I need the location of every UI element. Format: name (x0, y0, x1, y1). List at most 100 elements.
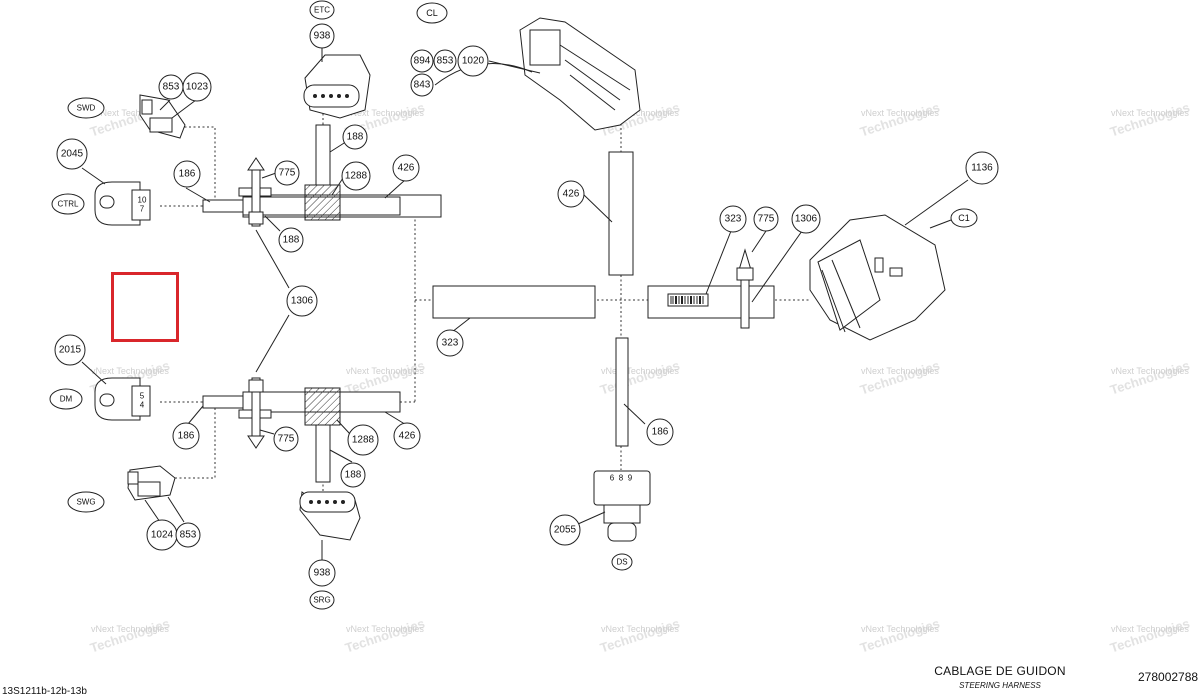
callout-426-bot: 426 (393, 422, 421, 450)
swd-connector (139, 94, 186, 139)
svg-text:6: 6 (610, 474, 615, 483)
callout-426-v: 426 (557, 180, 585, 208)
svg-text:Technologies: Technologies (1108, 100, 1191, 140)
svg-text:Technologies: Technologies (598, 616, 681, 656)
callout-1306-r: 1306 (791, 204, 821, 234)
tag-ctrl: CTRL (51, 193, 85, 215)
svg-text:186: 186 (652, 427, 669, 438)
dm-connector: 5 4 (94, 377, 151, 421)
diagram-title: CABLAGE DE GUIDON (934, 664, 1066, 678)
svg-text:vNext Technologies: vNext Technologies (346, 624, 424, 634)
callout-843: 843 (410, 73, 434, 97)
svg-text:938: 938 (314, 568, 331, 579)
callout-2055: 2055 (549, 514, 581, 546)
tag-ds: DS (611, 553, 633, 571)
svg-text:188: 188 (347, 132, 364, 143)
upper-branch (202, 124, 442, 227)
svg-text:426: 426 (398, 163, 415, 174)
svg-text:10: 10 (138, 196, 147, 205)
svg-text:853: 853 (437, 56, 454, 67)
svg-text:853: 853 (180, 530, 197, 541)
svg-text:894: 894 (414, 56, 431, 67)
callout-853-swg: 853 (175, 522, 201, 548)
lower-branch (202, 377, 401, 483)
svg-text:Technologies: Technologies (858, 100, 941, 140)
svg-text:9: 9 (628, 474, 633, 483)
diagram-subtitle: STEERING HARNESS (959, 681, 1041, 690)
svg-text:7: 7 (140, 205, 145, 214)
callout-1024: 1024 (146, 519, 178, 551)
svg-text:1306: 1306 (795, 214, 818, 225)
swg-connector (127, 465, 176, 501)
selection-highlight-box (111, 272, 179, 342)
svg-text:DM: DM (60, 395, 73, 404)
barcode-label (670, 296, 704, 304)
harness-routing (160, 100, 810, 500)
callout-1306-l: 1306 (286, 285, 318, 317)
svg-text:2045: 2045 (61, 149, 84, 160)
svg-text:775: 775 (278, 434, 295, 445)
tag-swg: SWG (67, 491, 105, 513)
etc-connector (303, 54, 371, 119)
callout-1288-top: 1288 (341, 161, 371, 191)
svg-text:Technologies: Technologies (598, 358, 681, 398)
callout-894: 894 (410, 49, 434, 73)
svg-text:vNext Technologies: vNext Technologies (96, 108, 174, 118)
svg-text:1136: 1136 (971, 163, 993, 174)
svg-text:SWD: SWD (77, 104, 96, 113)
svg-text:1288: 1288 (352, 435, 375, 446)
svg-text:188: 188 (283, 235, 300, 246)
svg-text:775: 775 (758, 214, 775, 225)
svg-text:vNext Technologies: vNext Technologies (1111, 108, 1189, 118)
ctrl-connector: 10 7 (94, 181, 151, 226)
callout-186-v: 186 (646, 418, 674, 446)
drawing-code: 13S1211b-12b-13b (2, 686, 87, 697)
svg-text:Technologies: Technologies (858, 358, 941, 398)
tag-c1: C1 (950, 208, 978, 228)
svg-text:1288: 1288 (345, 171, 368, 182)
svg-text:Technologies: Technologies (1108, 616, 1191, 656)
svg-text:Technologies: Technologies (1108, 358, 1191, 398)
callout-938-top: 938 (309, 23, 335, 49)
svg-text:1024: 1024 (151, 530, 174, 541)
svg-text:DS: DS (616, 558, 627, 567)
svg-text:Technologies: Technologies (343, 358, 426, 398)
svg-text:2055: 2055 (554, 525, 577, 536)
svg-text:vNext Technologies: vNext Technologies (601, 366, 679, 376)
svg-text:vNext Technologies: vNext Technologies (346, 366, 424, 376)
callout-323-c: 323 (436, 329, 464, 357)
svg-text:vNext Technologies: vNext Technologies (1111, 366, 1189, 376)
svg-text:188: 188 (345, 470, 362, 481)
callout-188-mid: 188 (278, 227, 304, 253)
part-number: 278002788 (1138, 670, 1199, 684)
svg-text:4: 4 (140, 401, 145, 410)
cl-connector (519, 17, 641, 131)
svg-text:vNext Technologies: vNext Technologies (346, 108, 424, 118)
svg-text:CTRL: CTRL (58, 200, 79, 209)
callout-426-top: 426 (392, 154, 420, 182)
leader-lines (81, 48, 969, 560)
svg-text:8: 8 (619, 474, 624, 483)
svg-text:vNext Technologies: vNext Technologies (861, 624, 939, 634)
svg-text:938: 938 (314, 31, 331, 42)
callout-775-r: 775 (753, 206, 779, 232)
svg-text:843: 843 (414, 80, 431, 91)
svg-text:5: 5 (140, 392, 145, 401)
svg-text:1306: 1306 (291, 296, 314, 307)
tag-swd: SWD (67, 97, 105, 119)
svg-text:323: 323 (442, 338, 459, 349)
svg-text:186: 186 (179, 169, 196, 180)
svg-text:C1: C1 (958, 213, 970, 223)
svg-text:SRG: SRG (313, 596, 330, 605)
svg-text:vNext Technologies: vNext Technologies (91, 624, 169, 634)
svg-text:1023: 1023 (186, 82, 209, 93)
svg-text:426: 426 (563, 189, 580, 200)
callout-188-top: 188 (342, 124, 368, 150)
callout-2015: 2015 (54, 334, 86, 366)
callout-323-r: 323 (719, 205, 747, 233)
svg-text:vNext Technologies: vNext Technologies (861, 108, 939, 118)
tag-srg: SRG (309, 590, 335, 610)
svg-text:vNext Technologies: vNext Technologies (601, 624, 679, 634)
svg-text:vNext Technologies: vNext Technologies (1111, 624, 1189, 634)
